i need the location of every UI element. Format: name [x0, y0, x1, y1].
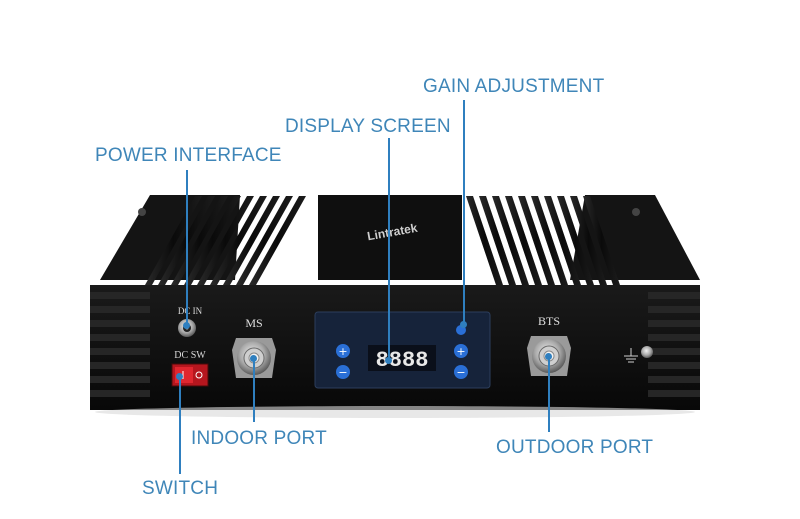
- left-plus-button[interactable]: [336, 344, 350, 358]
- side-fin: [90, 376, 150, 383]
- side-fin: [90, 362, 150, 369]
- display-panel: 8888 + − + −: [314, 311, 491, 389]
- dc-sw-label: DC SW: [174, 350, 206, 361]
- right-minus-symbol: −: [456, 366, 465, 379]
- heat-sink-fin: [518, 196, 555, 285]
- side-fin: [648, 320, 700, 327]
- dc-in-label: DC IN: [178, 306, 203, 316]
- right-plus-button[interactable]: [454, 344, 468, 358]
- side-fin: [90, 390, 150, 397]
- heat-sink-fin: [184, 196, 241, 285]
- gain-callout-dot: [460, 321, 467, 328]
- display-callout-line: [388, 138, 390, 362]
- gain-adjustment-label: GAIN ADJUSTMENT: [423, 76, 605, 97]
- side-fin: [648, 292, 700, 299]
- side-fin: [90, 334, 150, 341]
- heat-sink-fin: [223, 196, 280, 285]
- heat-sink-fin: [492, 196, 529, 285]
- heat-sink-fin: [171, 196, 228, 285]
- left-plus-symbol: +: [338, 345, 347, 358]
- heat-sink-fin: [249, 196, 306, 285]
- heat-sink-fin: [557, 196, 594, 285]
- top-center-plate: Lintratek: [318, 195, 462, 280]
- left-minus-button[interactable]: [336, 365, 350, 379]
- heat-sink-fin: [583, 196, 620, 285]
- heat-sink-fin: [505, 196, 542, 285]
- switch-callout-line: [179, 378, 181, 474]
- display-screen-label: DISPLAY SCREEN: [285, 116, 451, 137]
- heat-sink-fin: [197, 196, 254, 285]
- indoor-callout-dot: [250, 355, 257, 362]
- power-switch: DC SW: [171, 350, 209, 387]
- heat-sink-fin: [466, 196, 503, 285]
- heat-sink-fin: [210, 196, 267, 285]
- heat-sink-fins-right: [466, 196, 620, 285]
- power-callout-dot: [183, 322, 190, 329]
- side-fin: [90, 306, 150, 313]
- side-fin: [90, 320, 150, 327]
- right-minus-button[interactable]: [454, 365, 468, 379]
- gain-callout-line: [463, 100, 465, 326]
- ms-label: MS: [245, 316, 262, 330]
- power-interface-label: POWER INTERFACE: [95, 145, 282, 166]
- display-callout-dot: [385, 357, 392, 364]
- indoor-callout-line: [253, 360, 255, 422]
- led-display: 8888: [376, 348, 429, 373]
- left-minus-symbol: −: [338, 366, 347, 379]
- outdoor-port-label: OUTDOOR PORT: [496, 437, 654, 458]
- heat-sink-fin: [531, 196, 568, 285]
- side-fin: [90, 348, 150, 355]
- heat-sink-fin: [479, 196, 516, 285]
- switch-label: SWITCH: [142, 478, 219, 499]
- side-fin: [648, 390, 700, 397]
- ground-icon: [624, 346, 653, 363]
- side-fin: [648, 306, 700, 313]
- side-fin: [648, 376, 700, 383]
- side-fin: [648, 362, 700, 369]
- right-plus-symbol: +: [456, 345, 465, 358]
- bts-label: BTS: [538, 314, 560, 328]
- power-callout-line: [186, 170, 188, 326]
- side-fin: [648, 334, 700, 341]
- device-shadow: [95, 406, 695, 418]
- heat-sink-fin: [570, 196, 607, 285]
- heat-sink-fins-left: [145, 196, 306, 285]
- heat-sink-fin: [236, 196, 293, 285]
- outdoor-callout-dot: [545, 353, 552, 360]
- heat-sink-fin: [544, 196, 581, 285]
- outdoor-callout-line: [548, 358, 550, 432]
- side-fin: [648, 348, 700, 355]
- switch-callout-dot: [176, 373, 183, 380]
- side-fin: [90, 292, 150, 299]
- indoor-port-label: INDOOR PORT: [191, 428, 327, 449]
